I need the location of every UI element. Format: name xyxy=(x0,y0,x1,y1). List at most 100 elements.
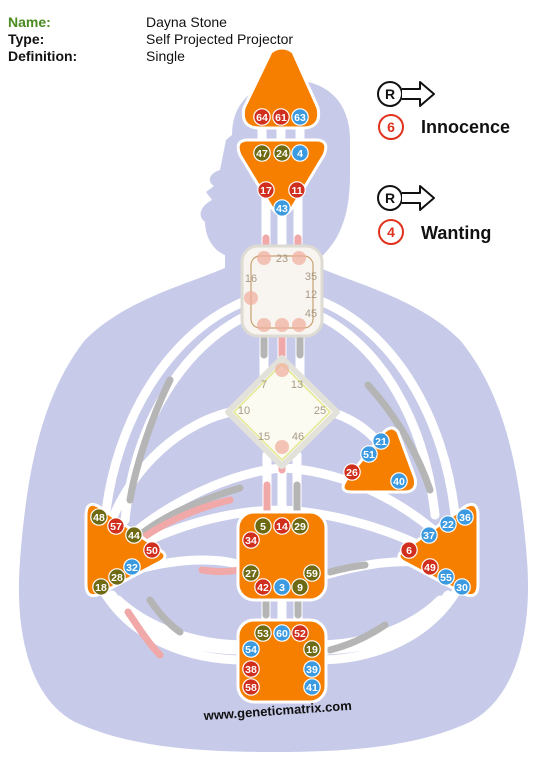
gate-number: 54 xyxy=(245,644,257,656)
gate-29: 29 xyxy=(291,517,309,535)
gate-badge-circle xyxy=(123,558,141,576)
gate-43: 43 xyxy=(273,199,291,217)
variable-label: Wanting xyxy=(421,223,491,243)
gate-badge-circle xyxy=(242,531,260,549)
gate-52: 52 xyxy=(291,624,309,642)
name-label: Name: xyxy=(8,14,51,30)
gate-27: 27 xyxy=(242,564,260,582)
gate-4: 4 xyxy=(291,144,309,162)
gate-number: 11 xyxy=(291,185,302,197)
definition-label: Definition: xyxy=(8,48,78,64)
gate-number: 21 xyxy=(375,436,387,448)
gate-35: 35 xyxy=(305,271,317,283)
gate-47: 47 xyxy=(253,144,271,162)
gate-badge-circle xyxy=(288,181,306,199)
gate-badge-circle xyxy=(303,640,321,658)
variable-arrow-1: R 6 Innocence xyxy=(377,81,510,140)
gate-number: 42 xyxy=(257,582,269,594)
gate-badge-circle xyxy=(257,181,275,199)
gate-25: 25 xyxy=(314,405,326,417)
gate-21: 21 xyxy=(372,432,390,450)
gate-number: 27 xyxy=(245,568,257,580)
line-number: 4 xyxy=(387,224,395,240)
gate-23: 23 xyxy=(276,253,288,265)
spleen-center xyxy=(84,502,167,598)
gate-55: 55 xyxy=(437,568,455,586)
gate-57: 57 xyxy=(107,517,125,535)
gate-number: 40 xyxy=(393,476,405,488)
gate-6: 6 xyxy=(400,541,418,559)
gate-44: 44 xyxy=(125,526,143,544)
gate-number: 50 xyxy=(146,545,158,557)
gate-badge-circle xyxy=(273,199,291,217)
gate-number: 44 xyxy=(128,530,140,542)
gate-number: 38 xyxy=(245,664,257,676)
gate-badge-circle xyxy=(291,624,309,642)
gate-number: 5 xyxy=(260,521,266,533)
gate-number: 34 xyxy=(245,535,257,547)
gate-61: 61 xyxy=(272,108,290,126)
gate-number: 61 xyxy=(275,112,287,124)
gate-37: 37 xyxy=(420,526,438,544)
gate-3: 3 xyxy=(273,578,291,596)
gate-number: 18 xyxy=(95,582,107,594)
gate-number: 4 xyxy=(297,148,303,160)
gate-badge-circle xyxy=(437,568,455,586)
gate-badge-circle xyxy=(291,108,309,126)
gate-badge-circle xyxy=(303,564,321,582)
variable-label: Innocence xyxy=(421,117,510,137)
gate-badge-circle xyxy=(253,108,271,126)
gate-50: 50 xyxy=(143,541,161,559)
gate-badge-circle xyxy=(242,564,260,582)
g-center: 7 13 10 25 15 46 xyxy=(225,355,340,469)
gate-badge-circle xyxy=(360,445,378,463)
gate-badge-circle xyxy=(272,108,290,126)
gate-number: 32 xyxy=(126,562,138,574)
gate-59: 59 xyxy=(303,564,321,582)
gate-badge-circle xyxy=(291,578,309,596)
gate-48: 48 xyxy=(90,508,108,526)
gate-number: 60 xyxy=(276,628,288,640)
gate-number: 30 xyxy=(456,582,468,594)
arrow-right-icon xyxy=(402,81,435,107)
gate-number: 48 xyxy=(93,512,105,524)
gate-28: 28 xyxy=(108,568,126,586)
gate-17: 17 xyxy=(257,181,275,199)
gate-badge-circle xyxy=(273,578,291,596)
gate-number: 26 xyxy=(346,467,358,479)
name-row: Name: Dayna Stone xyxy=(8,14,293,31)
gate-53: 53 xyxy=(254,624,272,642)
gate-badge-circle xyxy=(400,541,418,559)
gate-14: 14 xyxy=(273,517,291,535)
head-center xyxy=(241,46,321,130)
gate-number: 41 xyxy=(306,682,318,694)
gate-number: 37 xyxy=(423,530,435,542)
gate-45: 45 xyxy=(305,308,317,320)
type-value: Self Projected Projector xyxy=(146,31,294,47)
gate-badge-circle xyxy=(303,678,321,696)
gate-number: 9 xyxy=(297,582,303,594)
gate-badge-circle xyxy=(421,558,439,576)
gate-badge-circle xyxy=(143,541,161,559)
gate-51: 51 xyxy=(360,445,378,463)
gate-54: 54 xyxy=(242,640,260,658)
gate-badge-circle xyxy=(273,624,291,642)
gate-number: 47 xyxy=(256,148,268,160)
solar-plexus-center xyxy=(397,502,480,598)
gate-number: 14 xyxy=(276,521,288,533)
gate-38: 38 xyxy=(242,660,260,678)
gate-number: 17 xyxy=(260,185,272,197)
gate-number: 22 xyxy=(442,519,454,531)
gate-number: 29 xyxy=(294,521,306,533)
gate-badge-circle xyxy=(291,144,309,162)
gate-10: 10 xyxy=(238,405,250,417)
gate-badge-circle xyxy=(253,144,271,162)
gate-number: 57 xyxy=(110,521,122,533)
gate-badge-circle xyxy=(242,640,260,658)
gate-number: 58 xyxy=(245,682,257,694)
gate-badge-circle xyxy=(372,432,390,450)
gate-number: 6 xyxy=(406,545,412,557)
gate-5: 5 xyxy=(254,517,272,535)
gate-9: 9 xyxy=(291,578,309,596)
